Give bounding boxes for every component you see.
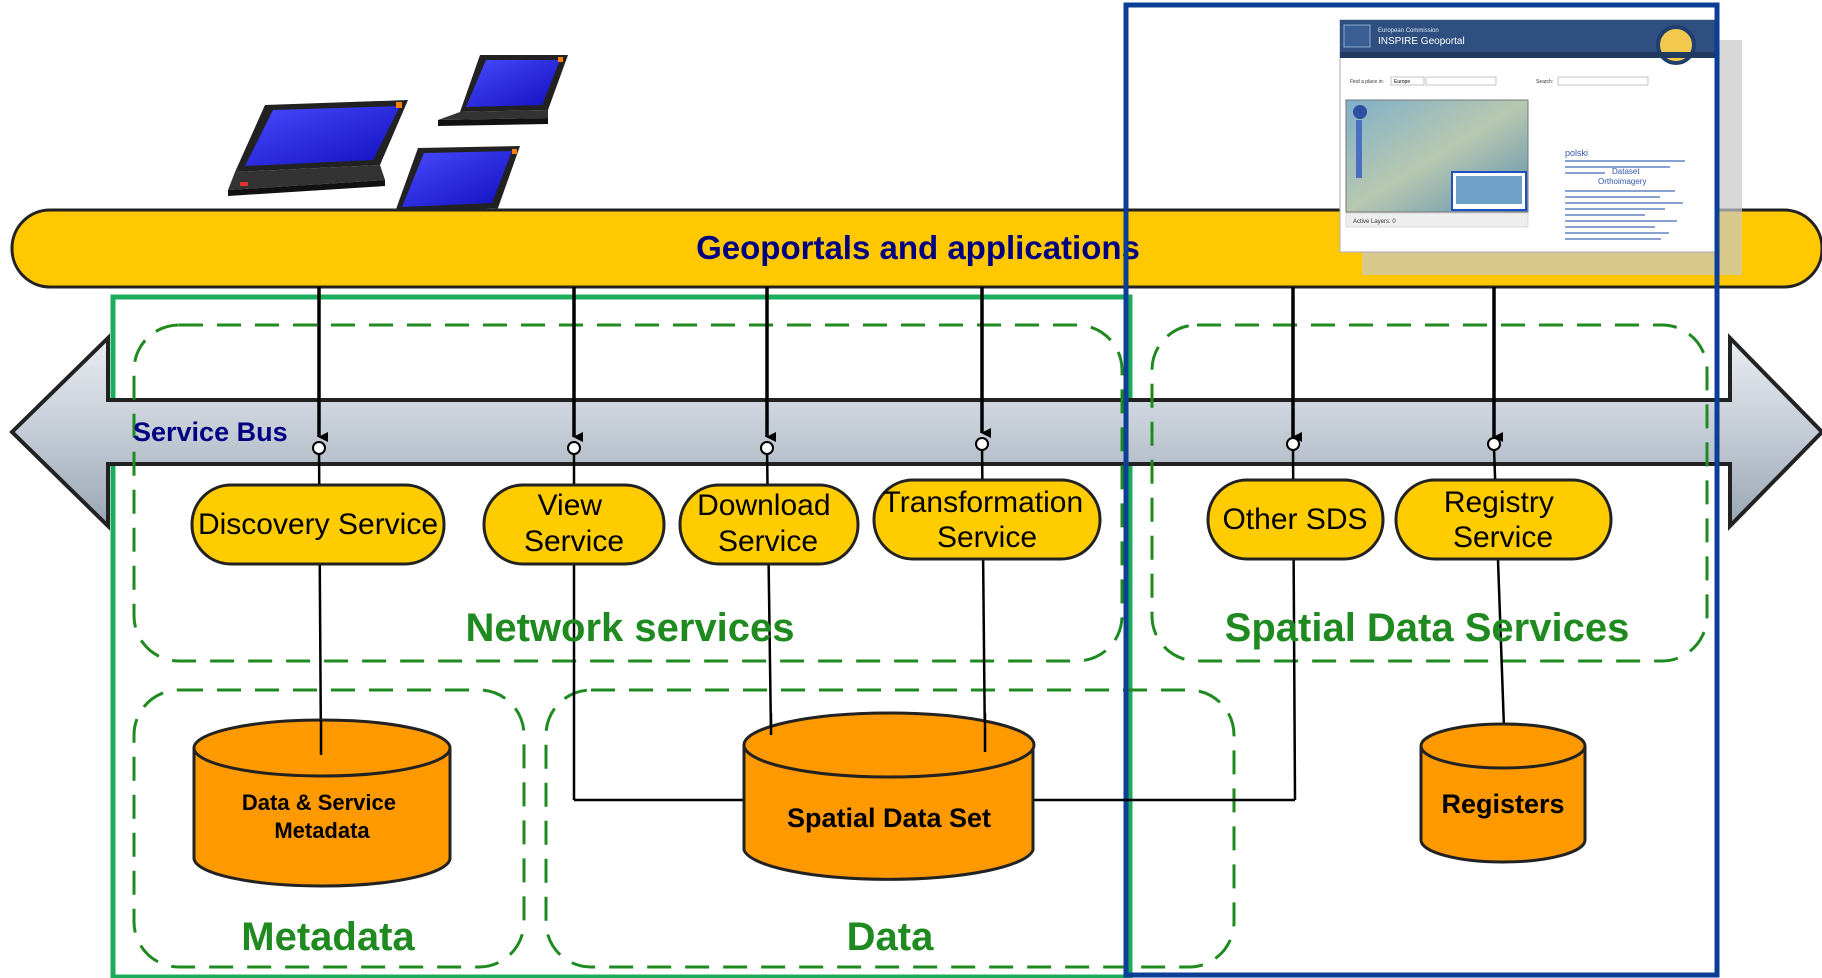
- bus-port-discovery: [312, 441, 326, 455]
- metadata-database: Data & Service Metadata: [192, 718, 452, 888]
- metadata-database-label: Data & Service Metadata: [242, 790, 402, 843]
- geoportal-title: INSPIRE Geoportal: [1378, 36, 1465, 47]
- laptop-icon-top: [438, 55, 568, 126]
- spatial-data-set-database: Spatial Data Set: [742, 711, 1036, 881]
- view-service-node: View Service: [482, 483, 666, 566]
- download-service-label: Download Service: [697, 489, 839, 558]
- geoportal-find-value: Europe: [1394, 79, 1410, 85]
- registry-service-label: Registry Service: [1444, 486, 1562, 554]
- service-bus-label: Service Bus: [133, 417, 288, 447]
- map-pan-control-icon: [1353, 105, 1367, 119]
- registers-label: Registers: [1441, 789, 1564, 819]
- transformation-service-label: Transformation Service: [883, 486, 1092, 554]
- registry-service-node: Registry Service: [1394, 478, 1613, 561]
- bus-port-transformation: [975, 437, 989, 451]
- registers-database: Registers: [1419, 722, 1587, 864]
- geoportal-tag-medium2: Orthoimagery: [1598, 177, 1646, 186]
- service-bus-arrow: [9, 333, 1822, 531]
- blue-frame: [1123, 2, 1720, 978]
- geoportal-search-label: Search:: [1536, 79, 1553, 85]
- data-group-label: Data: [847, 915, 934, 959]
- bus-port-registry: [1487, 437, 1501, 451]
- other-sds-node: Other SDS: [1206, 478, 1385, 561]
- network-services-group: [132, 323, 1124, 663]
- spatial-data-services-group: [1150, 323, 1709, 663]
- geoportal-find-label: Find a place in:: [1350, 79, 1384, 85]
- geoportal-screenshot: European Commission INSPIRE Geoportal Fi…: [1339, 19, 1742, 275]
- metadata-group-label: Metadata: [241, 915, 415, 959]
- geoportal-org: European Commission: [1378, 28, 1439, 34]
- geoportals-banner-label: Geoportals and applications: [696, 229, 1140, 266]
- geoportal-tag-large: polski: [1565, 148, 1588, 158]
- network-services-label: Network services: [465, 606, 794, 650]
- laptop-icon-left: [228, 100, 408, 196]
- bus-port-other-sds: [1286, 437, 1300, 451]
- bus-port-view: [567, 441, 581, 455]
- discovery-service-label: Discovery Service: [198, 508, 438, 541]
- data-group: [544, 688, 1236, 969]
- spatial-data-services-label: Spatial Data Services: [1225, 606, 1630, 650]
- geoportal-tag-medium: Dataset: [1612, 167, 1640, 176]
- metadata-group: [132, 688, 526, 969]
- transformation-service-node: Transformation Service: [872, 478, 1102, 561]
- bus-port-download: [760, 441, 774, 455]
- discovery-service-node: Discovery Service: [190, 483, 446, 566]
- green-frame: [110, 294, 1133, 978]
- spatial-data-set-label: Spatial Data Set: [787, 803, 991, 833]
- other-sds-label: Other SDS: [1222, 503, 1367, 536]
- view-service-label: View Service: [524, 489, 624, 558]
- download-service-node: Download Service: [678, 483, 860, 566]
- geoportal-active-layers: Active Layers: 0: [1353, 219, 1396, 225]
